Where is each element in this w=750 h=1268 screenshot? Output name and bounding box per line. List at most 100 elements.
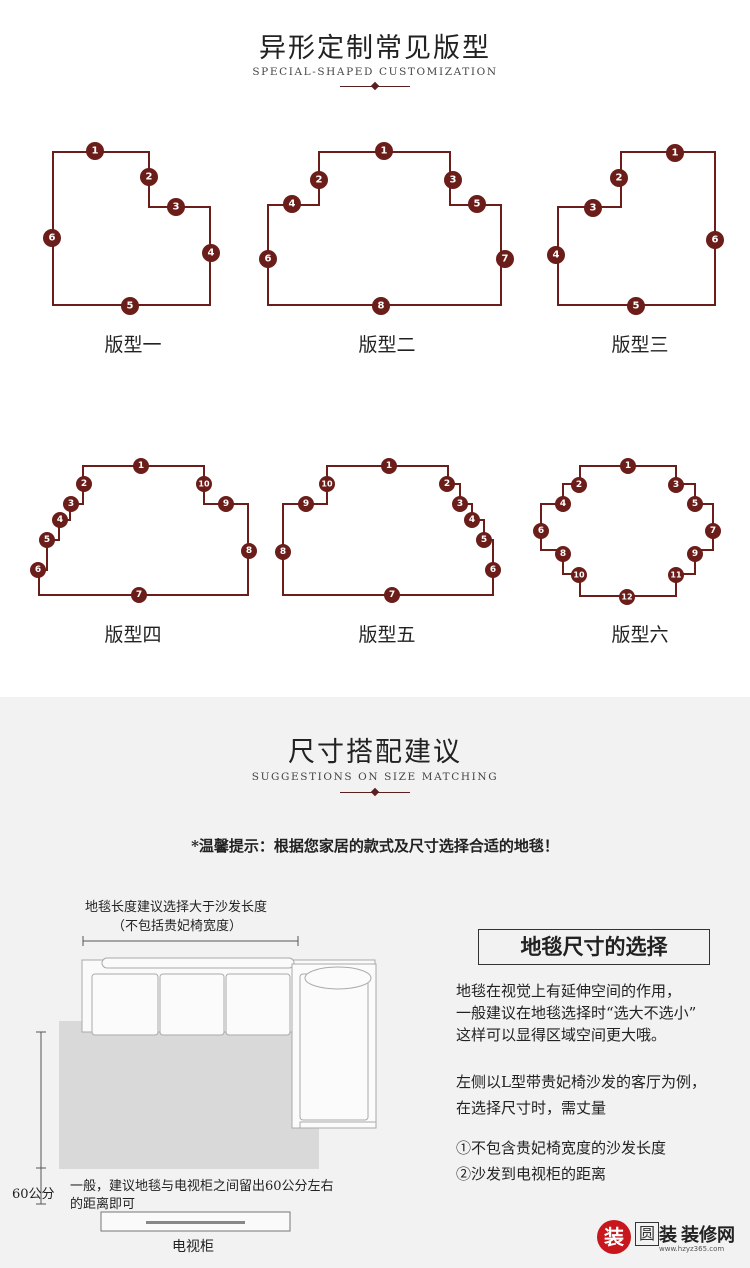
svg-text:9: 9	[303, 499, 309, 509]
sofa-cushion-2	[159, 973, 225, 1036]
shape-3: 1 2 3 4 5 6	[547, 144, 724, 315]
svg-text:6: 6	[265, 254, 272, 265]
svg-text:2: 2	[316, 175, 323, 186]
svg-text:8: 8	[378, 301, 385, 312]
shape-1-badge-3: 3	[167, 198, 185, 216]
distance-label: 60公分	[12, 1187, 55, 1202]
svg-text:10: 10	[321, 480, 333, 489]
svg-text:3: 3	[673, 480, 679, 490]
shape-2-badge-7: 7	[496, 250, 514, 268]
shape-6-badge-6: 6	[533, 523, 549, 539]
svg-text:7: 7	[710, 526, 716, 536]
shape-6-badge-12: 12	[619, 589, 635, 605]
svg-text:12: 12	[621, 593, 632, 602]
shape-6-badge-3: 3	[668, 477, 684, 493]
svg-text:4: 4	[560, 499, 566, 509]
svg-text:11: 11	[670, 571, 682, 580]
shape-1-badge-6: 6	[43, 229, 61, 247]
site-logo[interactable]: 装 圆 装 装修网 www.hzyz365.com	[597, 1218, 747, 1258]
logo-char-1: 圆	[635, 1222, 659, 1246]
sofa-cushion-3	[225, 973, 291, 1036]
shape-2: 1 2 3 4 5 6 7 8	[259, 142, 514, 315]
selection-line-2: 一般建议在地毯选择时“选大不选小”	[456, 1004, 697, 1022]
shape-2-badge-2: 2	[310, 171, 328, 189]
shape-5-badge-6: 6	[485, 562, 501, 578]
svg-text:4: 4	[553, 250, 560, 261]
section1-subtitle: SPECIAL-SHAPED CUSTOMIZATION	[252, 66, 498, 78]
svg-text:1: 1	[625, 461, 631, 471]
shape-5: 1 2 3 4 5 6 7 8 9 10	[275, 458, 501, 603]
shape-3-badge-6: 6	[706, 231, 724, 249]
svg-text:4: 4	[469, 515, 475, 525]
svg-text:2: 2	[576, 480, 582, 490]
svg-text:2: 2	[616, 173, 623, 184]
svg-text:6: 6	[35, 565, 41, 575]
svg-text:5: 5	[481, 535, 487, 545]
svg-text:2: 2	[81, 479, 87, 489]
svg-text:3: 3	[590, 203, 597, 214]
selection-line-1: 地毯在视觉上有延伸空间的作用，	[456, 982, 682, 1000]
svg-text:7: 7	[136, 590, 142, 600]
shape-4-badge-1: 1	[133, 458, 149, 474]
selection-item-2: ②沙发到电视柜的距离	[456, 1165, 607, 1183]
svg-text:2: 2	[146, 172, 153, 183]
shape-1-badge-5: 5	[121, 297, 139, 315]
shape-6-badge-1: 1	[620, 458, 636, 474]
tv-cabinet-label: 电视柜	[172, 1239, 214, 1255]
shape-3-badge-2: 2	[610, 169, 628, 187]
shape-4-badge-9: 9	[218, 496, 234, 512]
svg-text:5: 5	[127, 301, 134, 312]
shape-3-label: 版型三	[611, 334, 669, 356]
svg-text:1: 1	[92, 146, 99, 157]
svg-text:2: 2	[444, 479, 450, 489]
shape-4-badge-10: 10	[196, 476, 212, 492]
shape-2-badge-6: 6	[259, 250, 277, 268]
shape-2-label: 版型二	[358, 334, 416, 356]
svg-text:3: 3	[173, 202, 180, 213]
svg-text:6: 6	[538, 526, 544, 536]
shape-4-badge-5: 5	[39, 532, 55, 548]
shape-1-label: 版型一	[104, 334, 162, 356]
warm-tip: *温馨提示：根据您家居的款式及尺寸选择合适的地毯！	[191, 837, 559, 855]
selection-item-1: ①不包含贵妃椅宽度的沙发长度	[456, 1139, 667, 1157]
selection-line-3: 这样可以显得区域空间更大哦。	[456, 1026, 667, 1044]
shape-6: 1 2 3 4 5 6 7 8 9 10 11 12	[533, 458, 721, 605]
shape-2-badge-8: 8	[372, 297, 390, 315]
shape-5-badge-5: 5	[476, 532, 492, 548]
shape-3-badge-5: 5	[627, 297, 645, 315]
shape-4-badge-3: 3	[63, 496, 79, 512]
chaise-pillow	[304, 966, 372, 990]
shape-4-badge-8: 8	[241, 543, 257, 559]
svg-text:8: 8	[280, 547, 286, 557]
shape-5-badge-7: 7	[384, 587, 400, 603]
shape-4-badge-4: 4	[52, 512, 68, 528]
svg-text:9: 9	[223, 499, 229, 509]
shape-2-badge-5: 5	[468, 195, 486, 213]
svg-text:1: 1	[386, 461, 392, 471]
sofa-diagram	[36, 936, 377, 1232]
selection-line-5: 在选择尺寸时，需丈量	[456, 1099, 607, 1117]
svg-text:10: 10	[573, 571, 585, 580]
shape-5-label: 版型五	[358, 624, 416, 646]
svg-text:8: 8	[560, 549, 566, 559]
svg-text:3: 3	[68, 499, 74, 509]
shape-2-badge-1: 1	[375, 142, 393, 160]
selection-title: 地毯尺寸的选择	[478, 929, 710, 965]
section1-title: 异形定制常见版型	[259, 33, 491, 64]
shape-1: 1 2 3 4 5 6	[43, 142, 220, 315]
shape-1-badge-1: 1	[86, 142, 104, 160]
logo-url: www.hzyz365.com	[659, 1245, 725, 1253]
shape-6-badge-8: 8	[555, 546, 571, 562]
carpet	[59, 1021, 319, 1169]
shape-3-badge-3: 3	[584, 199, 602, 217]
shape-4-badge-7: 7	[131, 587, 147, 603]
shape-6-badge-7: 7	[705, 523, 721, 539]
shape-5-badge-10: 10	[319, 476, 335, 492]
shape-5-badge-9: 9	[298, 496, 314, 512]
section2-title: 尺寸搭配建议	[288, 737, 462, 768]
shape-1-badge-2: 2	[140, 168, 158, 186]
svg-text:7: 7	[502, 254, 509, 265]
svg-text:4: 4	[289, 199, 296, 210]
svg-text:8: 8	[246, 546, 252, 556]
logo-char-2: 装	[659, 1225, 677, 1246]
